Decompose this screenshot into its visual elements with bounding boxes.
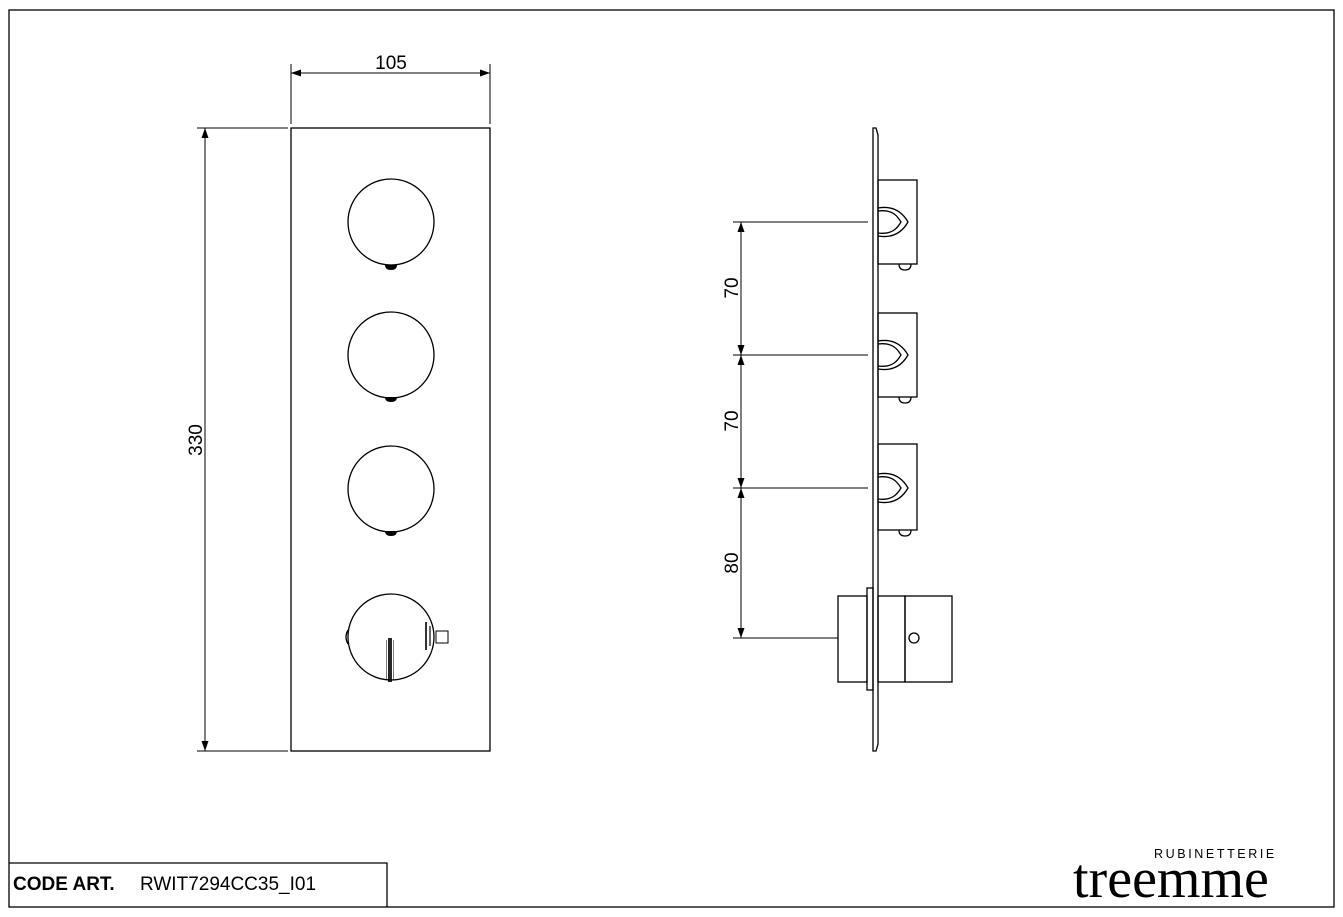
brand-subtitle: RUBINETTERIE — [1154, 847, 1277, 861]
dimension-width-label: 105 — [375, 53, 407, 74]
dimension-chain: 70 70 80 — [722, 221, 868, 639]
side-knob-3 — [877, 443, 918, 537]
brand-logo: RUBINETTERIE treemme — [1073, 847, 1277, 910]
front-knob-2 — [347, 311, 435, 402]
front-view: 105 330 — [186, 53, 491, 752]
front-plate — [290, 127, 491, 752]
brand-name: treemme — [1073, 848, 1269, 910]
title-block: CODE ART. RWIT7294CC35_I01 — [9, 862, 388, 907]
side-view: 70 70 80 — [722, 127, 953, 752]
side-knob-1 — [877, 179, 918, 271]
dimension-width: 105 — [290, 53, 491, 124]
code-art-value: RWIT7294CC35_I01 — [140, 874, 316, 895]
front-knob-1 — [347, 178, 435, 270]
front-knob-3 — [347, 445, 435, 536]
side-plate — [872, 127, 879, 752]
dimension-spacing-1-label: 70 — [722, 277, 743, 298]
code-art-label: CODE ART. — [13, 874, 115, 895]
front-thermostatic-knob — [345, 593, 449, 682]
dimension-spacing-2-label: 70 — [722, 410, 743, 431]
sheet-border — [8, 9, 1335, 908]
side-thermostatic-knob — [837, 587, 953, 691]
dimension-height: 330 — [186, 127, 288, 752]
side-knob-2 — [877, 312, 918, 404]
dimension-height-label: 330 — [186, 424, 207, 456]
dimension-spacing-3-label: 80 — [722, 552, 743, 573]
